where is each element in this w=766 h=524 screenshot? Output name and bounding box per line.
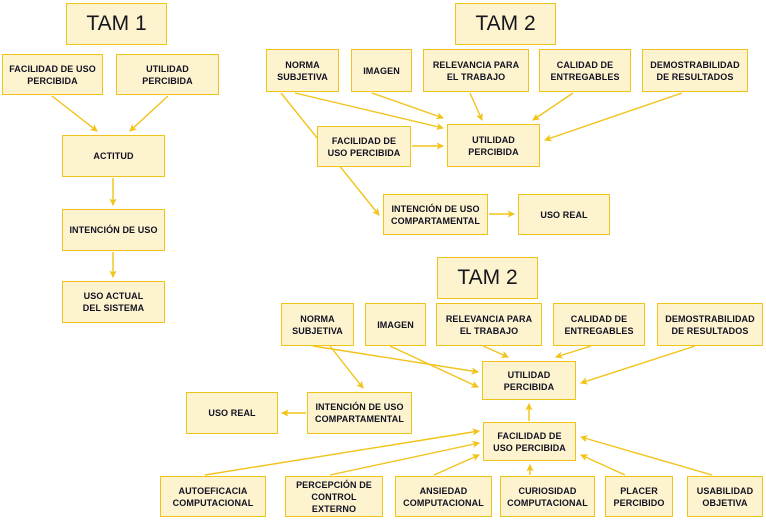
node-t3-autoeficacia: AUTOEFICACIA COMPUTACIONAL [160,476,266,517]
arrow-t3-percepcion-to-facilidad [329,440,481,476]
node-t1-uso-actual: USO ACTUAL DEL SISTEMA [62,281,165,323]
arrow-t2-calidad-to-utilidad [532,92,574,121]
arrow-t2-norma-to-utilidad [294,92,445,131]
arrow-t3-placer-to-facilidad [579,454,626,476]
model-title-3: TAM 2 [437,257,538,299]
node-t3-calidad: CALIDAD DE ENTREGABLES [553,303,645,346]
node-t3-facilidad: FACILIDAD DE USO PERCIBIDA [483,422,576,461]
node-t2-calidad: CALIDAD DE ENTREGABLES [539,49,631,92]
arrow-t2-relevancia-to-utilidad [469,92,483,122]
node-t3-relevancia: RELEVANCIA PARA EL TRABAJO [436,303,542,346]
node-t3-percepcion: PERCEPCIÓN DE CONTROL EXTERNO [285,476,383,517]
node-t3-placer: PLACER PERCIBIDO [605,476,673,517]
node-t2-relevancia: RELEVANCIA PARA EL TRABAJO [423,49,529,92]
arrow-t3-relevancia-to-utilidad [482,345,510,358]
arrow-t2-imagen-to-utilidad [371,92,445,120]
node-t3-utilidad: UTILIDAD PERCIBIDA [482,361,576,400]
model-title-2: TAM 2 [455,3,556,45]
arrow-t3-norma-to-utilidad [312,345,480,375]
arrow-t3-calidad-to-utilidad [554,345,592,359]
node-t3-imagen: IMAGEN [365,303,426,346]
node-t2-uso-real: USO REAL [518,194,610,235]
node-t2-demostrabilidad: DEMOSTRABILIDAD DE RESULTADOS [642,49,748,92]
node-t1-intencion: INTENCIÓN DE USO [62,209,165,251]
node-t2-intencion: INTENCIÓN DE USO COMPARTAMENTAL [383,194,488,235]
node-t3-ansiedad: ANSIEDAD COMPUTACIONAL [395,476,492,517]
node-t2-norma: NORMA SUBJETIVA [266,49,339,92]
arrow-t1-facilidad-to-actitud [51,95,98,132]
model-title-1: TAM 1 [66,3,167,45]
arrow-t3-ansiedad-to-facilidad [433,454,481,476]
node-t1-actitud: ACTITUD [62,135,165,177]
node-t3-intencion: INTENCIÓN DE USO COMPARTAMENTAL [307,392,412,434]
arrow-t3-autoeficacia-to-facilidad [204,428,481,476]
arrow-t1-utilidad-to-actitud [129,95,169,132]
arrow-t2-demostrabilidad-to-utilidad [543,92,683,142]
arrow-t3-demostrabilidad-to-utilidad [579,345,696,385]
node-t3-curiosidad: CURIOSIDAD COMPUTACIONAL [500,476,595,517]
arrow-t3-usabilidad-to-facilidad [579,435,713,476]
node-t1-facilidad: FACILIDAD DE USO PERCIBIDA [2,54,103,95]
node-t2-imagen: IMAGEN [351,49,412,92]
node-t3-uso-real: USO REAL [186,392,278,434]
arrow-t3-norma-to-intencion [329,345,364,389]
arrow-t3-imagen-to-utilidad [389,345,480,388]
node-t1-utilidad: UTILIDAD PERCIBIDA [116,54,219,95]
node-t3-usabilidad: USABILIDAD OBJETIVA [687,476,763,517]
node-t3-demostrabilidad: DEMOSTRABILIDAD DE RESULTADOS [657,303,763,346]
node-t2-facilidad: FACILIDAD DE USO PERCIBIDA [317,126,411,167]
node-t2-utilidad: UTILIDAD PERCIBIDA [447,124,540,167]
node-t3-norma: NORMA SUBJETIVA [281,303,354,346]
